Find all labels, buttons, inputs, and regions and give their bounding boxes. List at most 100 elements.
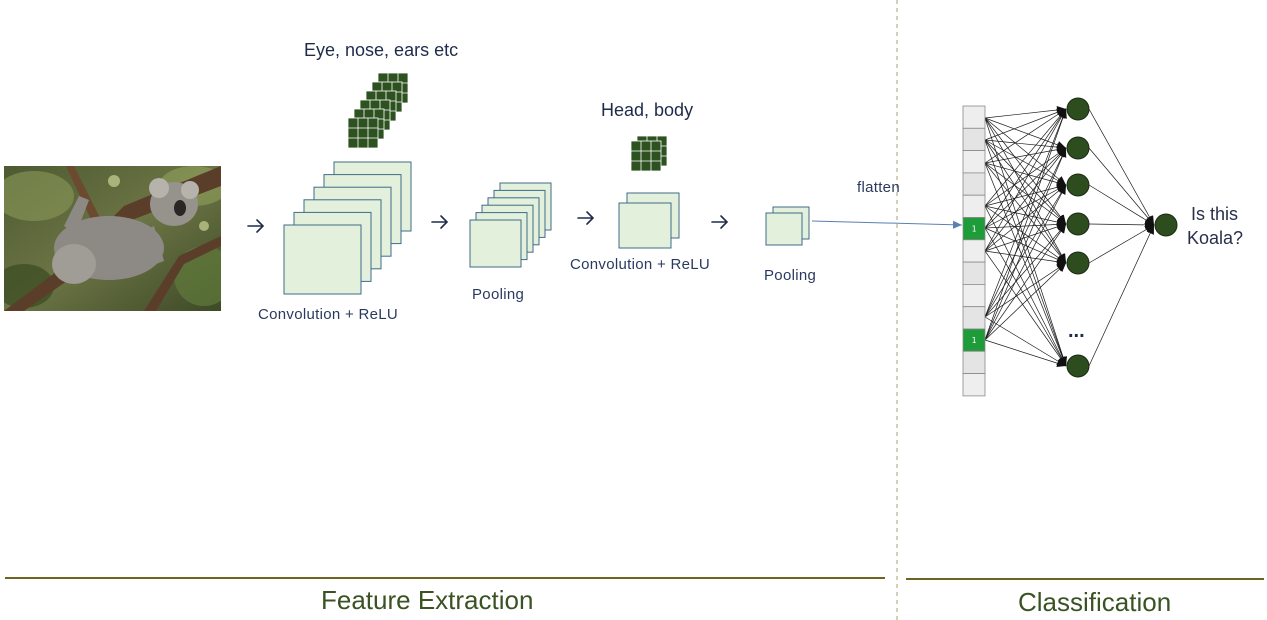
conv-relu-1-label: Convolution + ReLU [258, 306, 399, 323]
connection [984, 162, 1067, 187]
vector-cell [962, 373, 986, 397]
connection [984, 184, 1067, 229]
hidden-neuron [1066, 212, 1090, 236]
hidden-neuron [1066, 97, 1090, 121]
connection [1088, 220, 1155, 229]
connection [984, 223, 1067, 252]
connection [984, 108, 1067, 229]
connection [984, 205, 1067, 264]
hidden-neuron [1066, 354, 1090, 378]
kernel [347, 117, 379, 149]
connection [1088, 224, 1155, 367]
vector-cell [962, 261, 986, 285]
vector-cell [962, 350, 986, 374]
conv2-kernel-stack [630, 135, 668, 172]
connection [984, 250, 1067, 367]
flatten-label: flatten [857, 179, 900, 196]
connection [984, 205, 1067, 226]
pooling-2-label: Pooling [764, 267, 817, 284]
connection [1088, 224, 1155, 264]
conv1-feature-maps [283, 161, 412, 295]
network-connections [984, 106, 1155, 368]
connection [984, 339, 1067, 368]
connection [984, 139, 1067, 186]
vector-cell [962, 172, 986, 196]
output-neuron [1154, 213, 1178, 237]
arrow-icon [247, 219, 265, 233]
vector-cell [962, 150, 986, 174]
connection [984, 108, 1067, 252]
vector-cell [962, 239, 986, 263]
vector-cell-value: 1 [972, 336, 977, 345]
flatten-vector: 11 [962, 105, 986, 397]
connection [1088, 184, 1155, 226]
connection [984, 184, 1067, 318]
output-question-line-2: Koala? [1187, 228, 1244, 248]
connection [984, 147, 1067, 207]
connection [984, 147, 1067, 252]
vector-cell [962, 127, 986, 152]
step-arrows [247, 211, 729, 233]
connection [984, 147, 1067, 229]
connection [984, 262, 1067, 341]
connection [984, 316, 1067, 367]
connection [1088, 147, 1155, 226]
pooling-1-label: Pooling [472, 286, 525, 303]
kernel [630, 140, 662, 172]
hidden-neuron [1066, 136, 1090, 160]
connection [984, 162, 1067, 367]
classification-title: Classification [1018, 587, 1172, 617]
connection [984, 162, 1067, 225]
connection [984, 145, 1067, 164]
vector-cell [962, 105, 986, 129]
vector-cell-value: 1 [972, 225, 977, 234]
kernel-cell [630, 140, 662, 172]
vector-cell [962, 306, 986, 330]
network-nodes [1066, 97, 1178, 378]
feature-extraction-title: Feature Extraction [321, 585, 534, 615]
output-question-line-1: Is this [1191, 204, 1239, 224]
feature-map-2-caption: Head, body [601, 100, 694, 120]
connection [984, 108, 1067, 141]
arrow-icon [577, 211, 595, 225]
hidden-neuron [1066, 173, 1090, 197]
flatten-arrow [811, 220, 963, 229]
connection [984, 108, 1067, 207]
connection [984, 184, 1067, 252]
connection [984, 106, 1067, 119]
connection [984, 227, 1067, 367]
connection [984, 108, 1067, 164]
connection [984, 139, 1067, 367]
connection [984, 250, 1067, 266]
feature-map [765, 212, 803, 246]
connection [1088, 108, 1155, 226]
conv-relu-2-label: Convolution + ReLU [570, 256, 711, 273]
conv2-feature-maps [618, 192, 680, 249]
connection [984, 108, 1067, 318]
connection [984, 108, 1067, 341]
connection [984, 117, 1068, 367]
kernel-cell [347, 117, 379, 149]
vector-cell [962, 283, 986, 308]
connection [984, 184, 1067, 341]
arrow-icon [431, 215, 449, 229]
hidden-neuron [1066, 251, 1090, 275]
koala-input-image [4, 166, 221, 311]
conv1-kernel-stack [347, 72, 409, 149]
pool2-feature-maps [765, 206, 810, 246]
arrow-icon [711, 215, 729, 229]
connection [984, 117, 1067, 186]
connection [984, 147, 1067, 341]
feature-map [283, 224, 362, 295]
feature-map [618, 202, 672, 249]
connection [984, 147, 1067, 318]
connection [984, 205, 1067, 367]
vector-cell [962, 194, 986, 218]
connection [984, 223, 1067, 318]
feature-map-1-caption: Eye, nose, ears etc [304, 40, 459, 60]
connection [984, 183, 1067, 207]
pool1-feature-maps [469, 182, 552, 268]
connection [984, 117, 1067, 264]
connection [984, 223, 1067, 341]
